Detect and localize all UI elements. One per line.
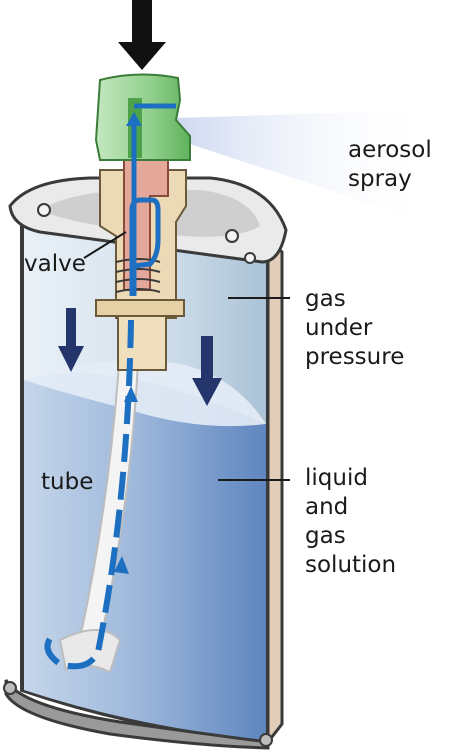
tube-flow	[44, 319, 134, 670]
flow-arrow-icon	[126, 112, 142, 126]
label-gas-under-pressure: gas under pressure	[305, 286, 405, 370]
label-aerosol-spray: aerosol spray	[348, 137, 432, 192]
label-tube: tube	[41, 469, 94, 495]
flow-arrow-icon	[114, 556, 129, 574]
rim-scallop	[259, 733, 273, 747]
aerosol-spray-cone	[176, 110, 430, 222]
rim-scallop	[244, 252, 256, 264]
label-valve: valve	[24, 251, 86, 277]
pressure-arrow-icon	[192, 336, 222, 406]
rim-scallop	[37, 203, 51, 217]
valve-collar	[95, 299, 185, 317]
pressure-arrow-icon	[58, 308, 84, 372]
press-arrow-icon	[118, 0, 166, 70]
flow-arrow-icon	[124, 386, 138, 402]
rim-scallop	[3, 681, 17, 695]
can-seam	[266, 236, 284, 747]
valve-spring	[115, 258, 161, 293]
spray-nozzle	[94, 73, 191, 161]
valve-lower-body	[117, 315, 167, 371]
label-liquid-and-gas-solution: liquid and gas solution	[305, 465, 397, 578]
liquid-region	[24, 372, 266, 740]
valve-leader-line	[83, 231, 127, 259]
rim-scallop	[225, 229, 239, 243]
